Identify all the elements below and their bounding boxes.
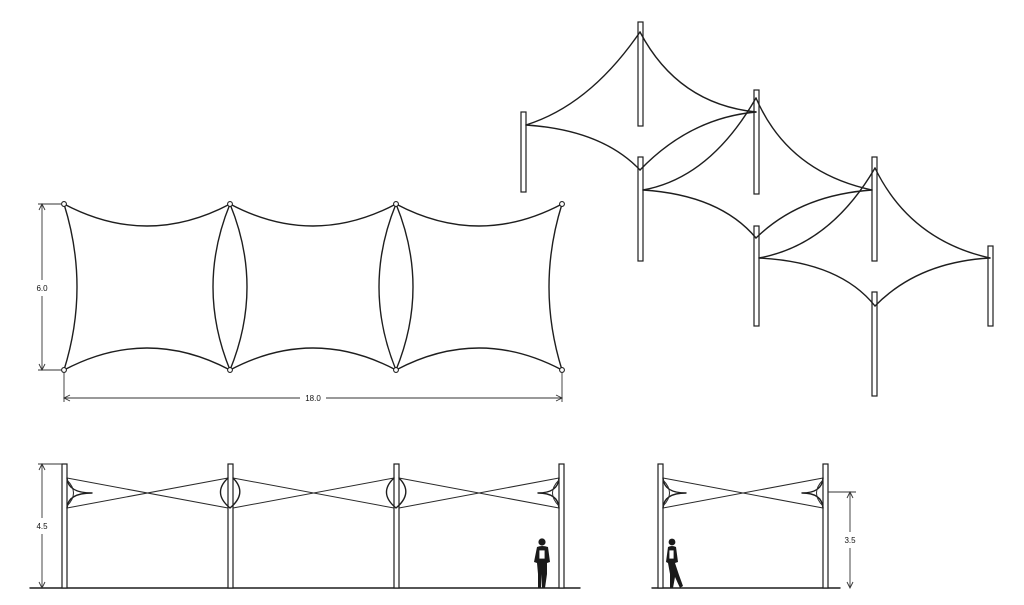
perspective-post — [871, 291, 878, 397]
plan-anchor-point — [393, 367, 399, 373]
plan-sail-edge-right — [548, 203, 563, 371]
perspective-post — [520, 111, 527, 193]
plan-sail-edge-bottom-1 — [63, 347, 231, 371]
elevation-sail-edges — [66, 477, 560, 509]
plan-anchor-point — [227, 201, 233, 207]
plan-height-label: 6.0 — [36, 284, 48, 293]
elevation-small-height-dimension: 3.5 — [828, 490, 856, 590]
plan-sail-lens-2-right — [395, 203, 414, 371]
plan-anchor-point — [227, 367, 233, 373]
perspective-sail-3 — [758, 167, 991, 307]
elevation-post — [657, 463, 664, 589]
plan-anchor-point — [559, 201, 565, 207]
perspective-post — [753, 89, 760, 195]
plan-sail-edge-bottom-3 — [395, 347, 563, 371]
elevation-post — [393, 463, 400, 589]
elevation-sail-lines — [66, 477, 560, 509]
plan-sail-edge-top-1 — [63, 203, 231, 227]
elevation-post — [822, 463, 829, 589]
plan-anchor-point — [559, 367, 565, 373]
elevation-main-height-dimension: 4.5 — [36, 462, 62, 590]
elevation-small-sail-lines — [662, 477, 824, 509]
plan-sail-edge-top-3 — [395, 203, 563, 227]
plan-sail-lens-1-left — [212, 203, 231, 371]
person-figure — [666, 538, 683, 588]
plan-anchor-point — [61, 201, 67, 207]
perspective-sail-1 — [525, 31, 757, 171]
plan-height-dimension: 6.0 — [36, 202, 62, 372]
elevation-small-height-label: 3.5 — [844, 536, 856, 545]
plan-sail-edge-left — [63, 203, 78, 371]
perspective-post — [637, 21, 644, 127]
plan-view: 6.0 18.0 — [36, 201, 565, 403]
perspective-sail-2 — [642, 97, 873, 239]
plan-length-dimension: 18.0 — [62, 372, 564, 403]
plan-sail-edge-top-2 — [229, 203, 397, 227]
perspective-post — [637, 156, 644, 262]
perspective-post — [753, 225, 760, 327]
plan-anchor-point — [393, 201, 399, 207]
perspective-post — [987, 245, 994, 327]
plan-sail-lens-1-right — [229, 203, 248, 371]
elevation-post — [558, 463, 565, 589]
elevation-post — [227, 463, 234, 589]
elevation-main-height-label: 4.5 — [36, 522, 48, 531]
person-figure — [534, 538, 550, 588]
plan-length-label: 18.0 — [305, 394, 321, 403]
perspective-post — [871, 156, 878, 262]
elevation-post — [61, 463, 68, 589]
elevation-main: 4.5 — [29, 462, 581, 590]
plan-anchor-point — [61, 367, 67, 373]
plan-sail-lens-2-left — [378, 203, 397, 371]
perspective-view — [520, 21, 994, 397]
plan-sail-edge-bottom-2 — [229, 347, 397, 371]
elevation-small: 3.5 — [651, 463, 856, 590]
